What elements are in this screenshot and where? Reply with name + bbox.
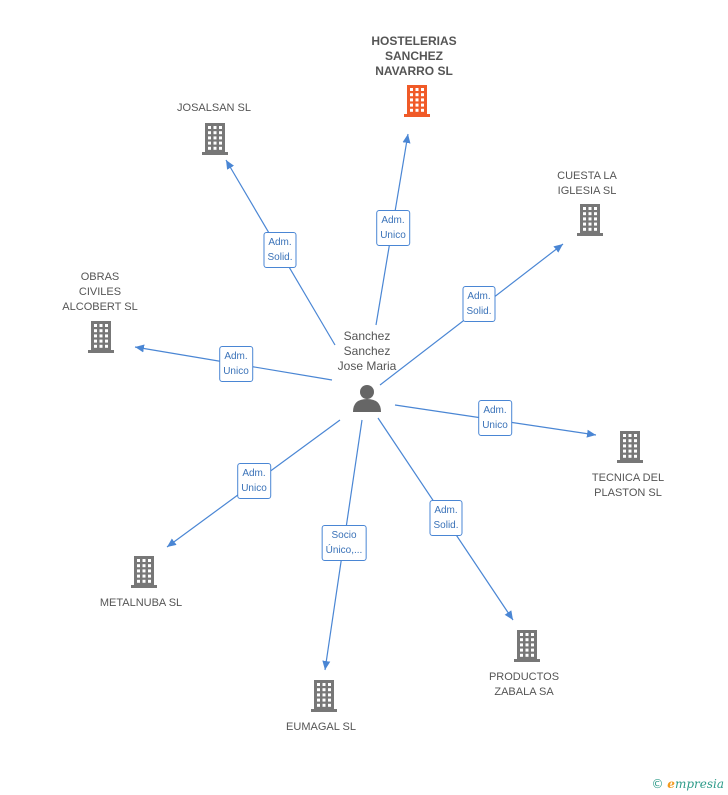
relation-text: Socio xyxy=(331,530,357,541)
brand-logo-letter: e xyxy=(667,777,675,791)
company-label-line: EUMAGAL SL xyxy=(286,721,356,733)
building-icon xyxy=(404,85,430,117)
company-label-line: OBRAS xyxy=(80,271,120,283)
company-label-line: IGLESIA SL xyxy=(557,185,617,197)
relation-text: Adm. xyxy=(242,468,266,479)
building-icon xyxy=(131,556,157,588)
company-label-line: TECNICA DEL xyxy=(591,472,665,484)
relation-badge-cuesta: Adm. Solid. xyxy=(462,286,496,322)
relation-text: Adm. xyxy=(483,405,507,416)
relation-text: Unico xyxy=(241,483,267,494)
company-label-tecnica[interactable]: TECNICA DEL PLASTON SL xyxy=(592,471,664,501)
relation-text: Unico xyxy=(482,420,508,431)
building-icon xyxy=(617,431,643,463)
relation-text: Unico xyxy=(380,230,406,241)
company-label-line: ZABALA SA xyxy=(494,686,554,698)
company-label-line: METALNUBA SL xyxy=(99,597,183,609)
company-label-line: CUESTA LA xyxy=(557,170,617,182)
company-label-line: CIVILES xyxy=(78,286,122,298)
relation-badge-josalsan: Adm. Solid. xyxy=(263,232,297,268)
relation-badge-metalnuba: Adm. Unico xyxy=(237,463,271,499)
relation-badge-productos: Adm. Solid. xyxy=(429,500,463,536)
company-label-productos[interactable]: PRODUCTOS ZABALA SA xyxy=(489,670,559,700)
relation-text: Único,... xyxy=(325,545,363,556)
company-label-line: PLASTON SL xyxy=(594,487,662,499)
relation-text: Adm. xyxy=(224,351,248,362)
relation-text: Solid. xyxy=(433,520,459,531)
building-icon xyxy=(88,321,114,353)
relation-text: Adm. xyxy=(434,505,458,516)
company-label-line: SANCHEZ xyxy=(384,49,443,63)
footer-brand: © empresia xyxy=(651,777,724,791)
copyright-icon: © xyxy=(651,777,664,791)
company-label-josalsan[interactable]: JOSALSAN SL xyxy=(177,101,251,116)
company-label-line: HOSTELERIAS xyxy=(371,34,457,48)
relation-badge-hosteleras: Adm. Unico xyxy=(376,210,410,246)
company-label-eumagal[interactable]: EUMAGAL SL xyxy=(286,720,356,735)
building-icon xyxy=(514,630,540,662)
person-icon xyxy=(353,385,381,412)
company-label-line: JOSALSAN SL xyxy=(177,102,251,114)
relation-text: Adm. xyxy=(268,237,292,248)
company-label-line: ALCOBERT SL xyxy=(62,301,138,313)
building-icon xyxy=(311,680,337,712)
building-icon xyxy=(202,123,228,155)
relation-badge-obras: Adm. Unico xyxy=(219,346,253,382)
relation-text: Adm. xyxy=(381,215,405,226)
relation-text: Solid. xyxy=(466,306,492,317)
relation-text: Unico xyxy=(223,366,249,377)
relation-text: Solid. xyxy=(267,252,293,263)
company-label-cuesta[interactable]: CUESTA LA IGLESIA SL xyxy=(557,169,617,199)
company-label-metalnuba[interactable]: METALNUBA SL xyxy=(100,596,182,611)
company-label-obras[interactable]: OBRAS CIVILES ALCOBERT SL xyxy=(62,270,137,315)
company-label-line: PRODUCTOS xyxy=(488,671,560,683)
relation-text: Adm. xyxy=(467,291,491,302)
company-label-line: NAVARRO SL xyxy=(375,64,453,78)
building-icon xyxy=(577,204,603,236)
brand-name: mpresia xyxy=(674,777,724,791)
center-person-label: Sanchez Sanchez Jose Maria xyxy=(337,329,397,373)
relation-badge-tecnica: Adm. Unico xyxy=(478,400,512,436)
